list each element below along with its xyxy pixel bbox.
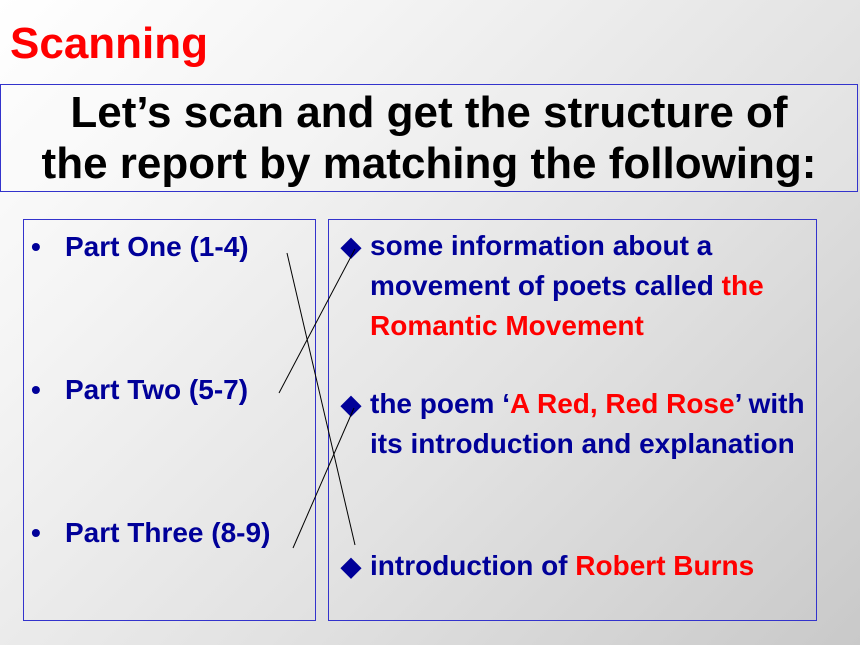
descriptions-box: ◆ some information about a movement of p… [328,219,817,621]
description-item-red-rose-poem: ◆ the poem ‘A Red, Red Rose’ with its in… [341,384,811,464]
description-highlight: A Red, Red Rose [510,388,735,419]
title-box: Let’s scan and get the structure of the … [0,84,858,192]
diamond-bullet-icon: ◆ [341,389,361,419]
description-text: introduction of Robert Burns [341,546,811,586]
bullet-icon: • [31,374,41,405]
description-highlight: the Romantic Movement [370,270,764,341]
part-item-three: • Part Three (8-9) [31,516,270,550]
bullet-icon: • [31,231,41,262]
description-plain-text: ’ with its introduction and explanation [370,388,805,459]
part-item-two: • Part Two (5-7) [31,373,248,407]
description-item-romantic-movement: ◆ some information about a movement of p… [341,226,811,346]
description-plain-text: some information about a movement of poe… [370,230,722,301]
description-text: the poem ‘A Red, Red Rose’ with its intr… [341,384,811,464]
parts-list-box: • Part One (1-4) • Part Two (5-7) • Part Th… [23,219,316,621]
diamond-bullet-icon: ◆ [341,231,361,261]
description-item-robert-burns: ◆ introduction of Robert Burns [341,546,811,586]
bullet-icon: • [31,517,41,548]
description-text: some information about a movement of poe… [341,226,811,346]
part-label: Part Two (5-7) [65,374,249,405]
description-plain-text: the poem ‘ [370,388,511,419]
title-line-1: Let’s scan and get the structure of [70,88,788,137]
diamond-bullet-icon: ◆ [341,551,361,581]
part-label: Part One (1-4) [65,231,249,262]
description-highlight: Robert Burns [575,550,755,581]
slide-heading: Scanning [10,19,209,68]
part-item-one: • Part One (1-4) [31,230,249,264]
part-label: Part Three (8-9) [65,517,271,548]
title-line-2: the report by matching the following: [41,139,817,188]
description-plain-text: introduction of [370,550,576,581]
